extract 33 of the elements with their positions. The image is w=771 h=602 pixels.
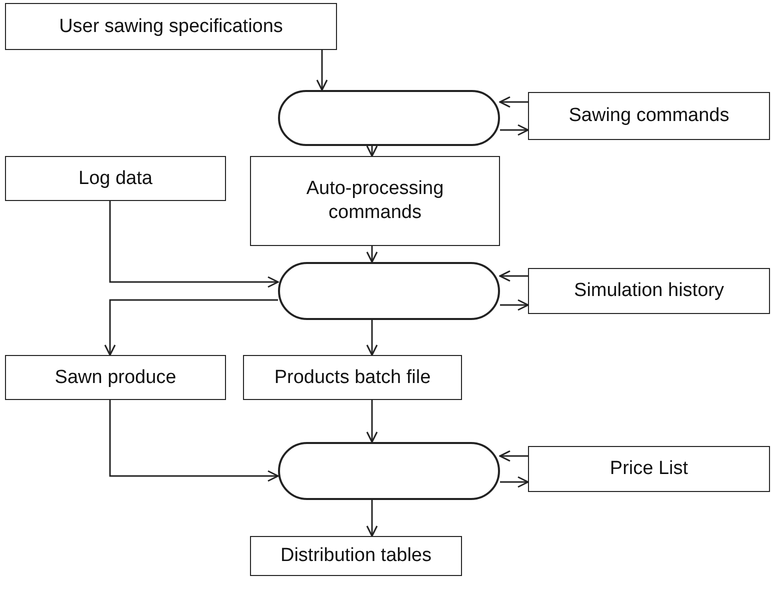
data-box [243,355,462,400]
node-label: Simulation history [574,279,724,303]
arrow [366,500,378,537]
arrow [109,400,279,482]
arrow [500,299,529,311]
data-box [5,156,226,201]
arrow [366,246,378,263]
arrow [316,50,328,91]
arrow [500,124,529,136]
data-box [528,268,770,314]
arrow [366,400,378,443]
node-label: Sawing commands [568,104,730,128]
arrow [104,299,278,356]
node-label: Products batch file [274,366,431,390]
arrow [500,476,529,488]
data-box [250,156,500,246]
data-box [528,92,770,140]
node-label: Auto-processing commands [305,177,445,225]
arrow [499,450,528,462]
data-box [5,355,226,400]
node-label: User sawing specifications [59,14,283,38]
node-label: Log data [78,166,152,190]
data-box [5,3,337,50]
arrow [366,320,378,356]
data-box [528,446,770,492]
arrow [499,270,528,282]
arrow [109,201,279,288]
node-label: Sawn produce [54,366,176,390]
arrow [366,145,378,157]
arrow [499,96,528,108]
node-label: Price List [610,457,688,481]
data-box [250,536,462,576]
node-label: Distribution tables [280,544,432,568]
